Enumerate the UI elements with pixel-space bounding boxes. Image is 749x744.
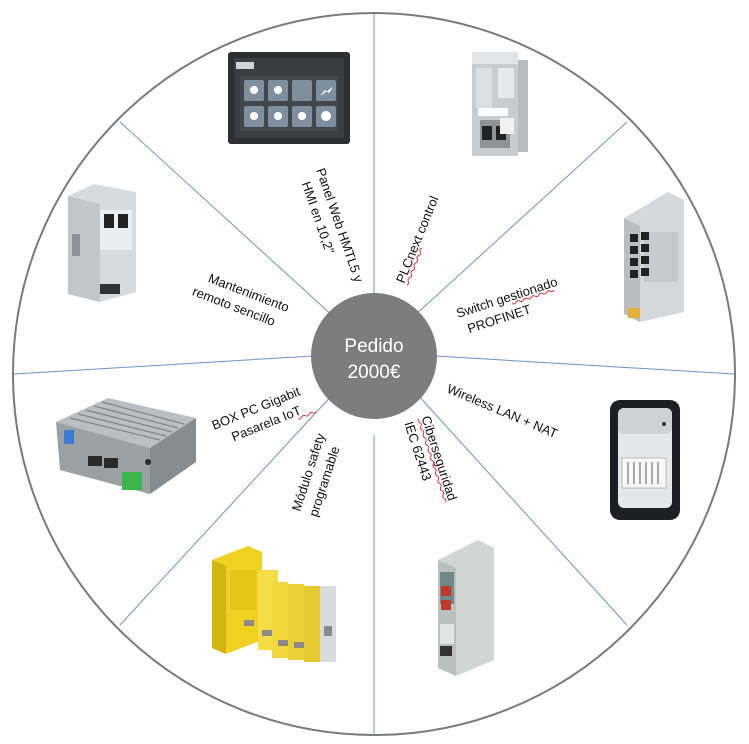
hmi-touch-panel-icon [228,52,350,144]
managed-switch-icon [624,192,684,322]
spellcheck-underline [417,418,447,503]
spellcheck-underline [297,411,317,420]
divider-right [435,355,735,375]
divider-bottom-right [415,392,628,626]
security-router-icon [438,540,494,676]
segment-dividers [13,14,735,735]
spellcheck-underline [511,289,555,305]
center-title: Pedido [344,336,403,357]
plc-controller-icon [472,52,528,156]
divider-top-left [119,121,335,318]
divider-bottom-left [119,392,335,626]
wireless-module-icon [610,400,680,520]
box-pc-icon [56,398,196,494]
center-disc [311,293,437,419]
divider-top-right [412,121,628,318]
center-price: 2000€ [348,362,401,383]
divider-left [13,355,314,375]
spellcheck-underline [406,247,422,286]
safety-module-icon [212,546,336,662]
remote-router-icon [68,184,136,302]
